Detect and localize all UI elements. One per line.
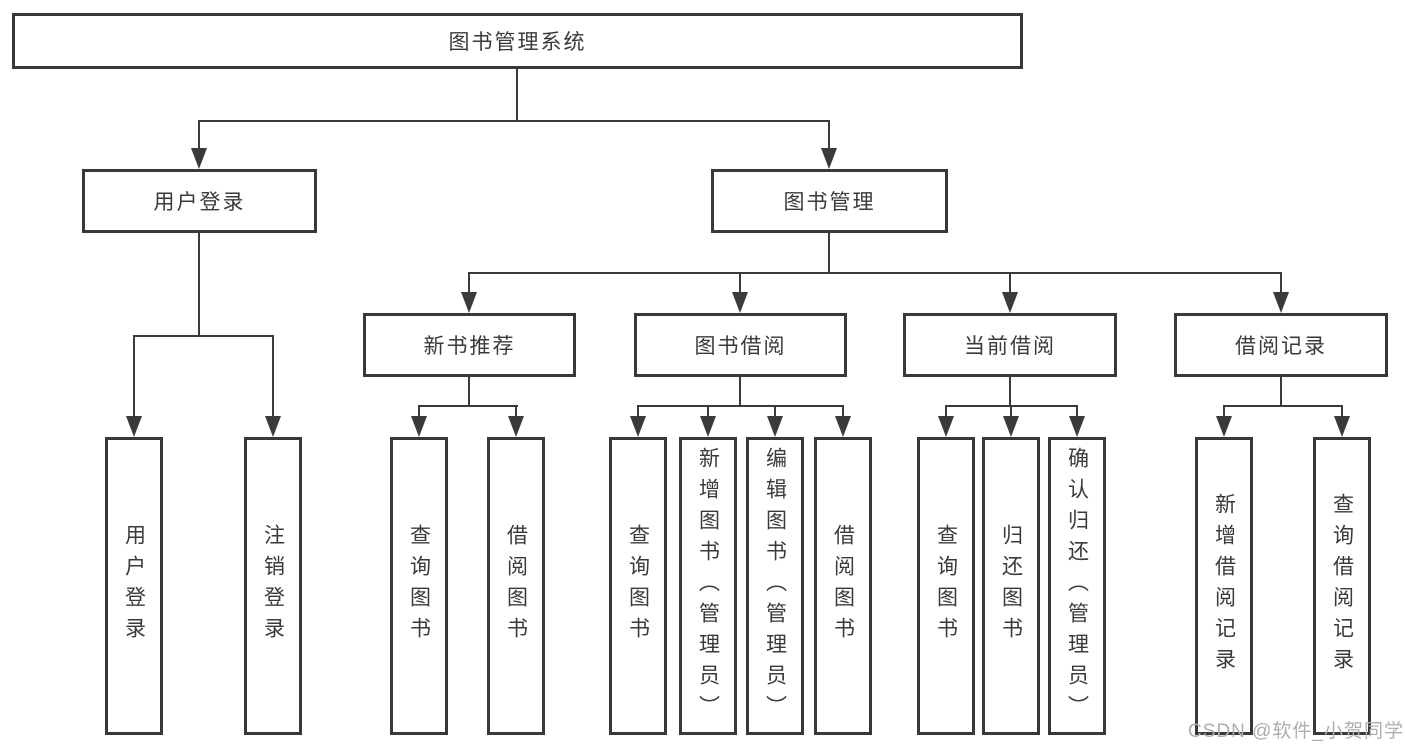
connector-line bbox=[1223, 405, 1225, 417]
connector-line bbox=[198, 233, 200, 335]
leaf-add-books-admin: 新增图书（管理员） bbox=[679, 437, 737, 735]
connector-line bbox=[468, 272, 1282, 274]
connector-line bbox=[468, 272, 470, 294]
node-label: 图书借阅 bbox=[694, 335, 787, 358]
leaf-query-books-current: 查询图书 bbox=[917, 437, 975, 735]
node-label: 确认归还（管理员） bbox=[1065, 446, 1089, 726]
arrowhead-down-icon bbox=[732, 292, 748, 313]
node-label: 借阅图书 bbox=[504, 524, 528, 648]
node-label: 查询图书 bbox=[407, 524, 431, 648]
connector-line bbox=[1010, 405, 1012, 417]
node-label: 用户登录 bbox=[122, 524, 146, 648]
arrowhead-down-icon bbox=[1002, 292, 1018, 313]
node-label: 当前借阅 bbox=[964, 335, 1056, 358]
node-label: 编辑图书（管理员） bbox=[763, 446, 787, 726]
connector-line bbox=[1280, 272, 1282, 294]
node-label: 归还图书 bbox=[999, 524, 1023, 648]
node-new-book-recommend: 新书推荐 bbox=[363, 313, 576, 377]
arrowhead-down-icon bbox=[1003, 416, 1019, 437]
leaf-borrow-books-recommend: 借阅图书 bbox=[487, 437, 545, 735]
connector-line bbox=[1223, 405, 1343, 407]
arrowhead-down-icon bbox=[630, 416, 646, 437]
leaf-user-login: 用户登录 bbox=[105, 437, 163, 735]
connector-line bbox=[828, 233, 830, 272]
connector-line bbox=[637, 405, 639, 417]
arrowhead-down-icon bbox=[126, 416, 142, 437]
arrowhead-down-icon bbox=[411, 416, 427, 437]
node-label: 新增图书（管理员） bbox=[696, 446, 720, 726]
leaf-query-books-recommend: 查询图书 bbox=[390, 437, 448, 735]
leaf-query-borrow-record: 查询借阅记录 bbox=[1313, 437, 1371, 735]
node-label: 借阅记录 bbox=[1235, 335, 1327, 358]
connector-line bbox=[133, 335, 135, 417]
connector-line bbox=[272, 335, 274, 417]
node-label: 图书管理系统 bbox=[448, 31, 587, 54]
arrowhead-down-icon bbox=[191, 148, 207, 169]
node-book-borrowing: 图书借阅 bbox=[634, 313, 847, 377]
connector-line bbox=[707, 405, 709, 417]
arrowhead-down-icon bbox=[700, 416, 716, 437]
arrowhead-down-icon bbox=[1069, 416, 1085, 437]
arrowhead-down-icon bbox=[835, 416, 851, 437]
connector-line bbox=[828, 120, 830, 150]
arrowhead-down-icon bbox=[461, 292, 477, 313]
leaf-logout: 注销登录 bbox=[244, 437, 302, 735]
node-label: 图书管理 bbox=[783, 191, 876, 214]
node-book-management: 图书管理 bbox=[711, 169, 948, 233]
node-user-login: 用户登录 bbox=[82, 169, 317, 233]
connector-line bbox=[739, 377, 741, 405]
leaf-confirm-return-admin: 确认归还（管理员） bbox=[1048, 437, 1106, 735]
connector-line bbox=[637, 405, 843, 407]
connector-line bbox=[133, 335, 274, 337]
node-current-borrowing: 当前借阅 bbox=[903, 313, 1117, 377]
node-label: 注销登录 bbox=[261, 524, 285, 648]
node-label: 查询图书 bbox=[934, 524, 958, 648]
arrowhead-down-icon bbox=[265, 416, 281, 437]
connector-line bbox=[842, 405, 844, 417]
arrowhead-down-icon bbox=[821, 148, 837, 169]
connector-line bbox=[516, 69, 518, 120]
node-root: 图书管理系统 bbox=[12, 13, 1023, 69]
node-label: 用户登录 bbox=[153, 191, 246, 214]
leaf-edit-books-admin: 编辑图书（管理员） bbox=[746, 437, 804, 735]
watermark: CSDN @软件_小贺同学 bbox=[1188, 721, 1404, 742]
arrowhead-down-icon bbox=[1273, 292, 1289, 313]
connector-line bbox=[198, 120, 200, 150]
connector-line bbox=[1009, 377, 1011, 405]
connector-line bbox=[739, 272, 741, 294]
connector-line bbox=[198, 120, 830, 122]
connector-line bbox=[1076, 405, 1078, 417]
leaf-add-borrow-record: 新增借阅记录 bbox=[1195, 437, 1253, 735]
connector-line bbox=[468, 377, 470, 405]
node-borrowing-records: 借阅记录 bbox=[1174, 313, 1388, 377]
arrowhead-down-icon bbox=[508, 416, 524, 437]
arrowhead-down-icon bbox=[1334, 416, 1350, 437]
node-label: 新增借阅记录 bbox=[1212, 493, 1236, 679]
leaf-return-books: 归还图书 bbox=[982, 437, 1040, 735]
arrowhead-down-icon bbox=[1216, 416, 1232, 437]
connector-line bbox=[774, 405, 776, 417]
node-label: 查询图书 bbox=[626, 524, 650, 648]
leaf-query-books-borrowing: 查询图书 bbox=[609, 437, 667, 735]
arrowhead-down-icon bbox=[767, 416, 783, 437]
connector-line bbox=[1280, 377, 1282, 405]
node-label: 借阅图书 bbox=[831, 524, 855, 648]
connector-line bbox=[515, 405, 517, 417]
node-label: 新书推荐 bbox=[423, 335, 516, 358]
node-label: 查询借阅记录 bbox=[1330, 493, 1354, 679]
connector-line bbox=[945, 405, 947, 417]
connector-line bbox=[418, 405, 420, 417]
connector-line bbox=[418, 405, 518, 407]
arrowhead-down-icon bbox=[938, 416, 954, 437]
connector-line bbox=[1009, 272, 1011, 294]
leaf-borrow-books-borrowing: 借阅图书 bbox=[814, 437, 872, 735]
connector-line bbox=[1341, 405, 1343, 417]
